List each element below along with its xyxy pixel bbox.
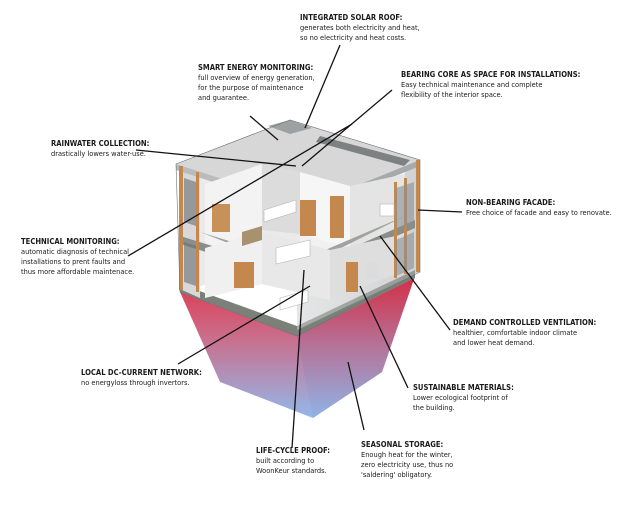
label-demand-controlled-ventilation: DEMAND CONTROLLED VENTILATION: healthier… (453, 318, 596, 348)
label-local-dc-current-network: LOCAL DC-CURRENT NETWORK: no energyloss … (81, 368, 202, 388)
label-title: LIFE-CYCLE PROOF: (256, 446, 331, 455)
label-line: installations to prent faults and (21, 257, 126, 266)
label-line: generates both electricity and heat, (300, 23, 420, 32)
label-line: Easy technical maintenance and complete (401, 80, 543, 89)
label-line: Enough heat for the winter, (361, 450, 453, 459)
label-line: thus more affordable maintenace. (21, 267, 135, 276)
label-line: and lower heat demand. (453, 338, 535, 347)
label-line: zero electricity use, thus no (361, 460, 454, 469)
leader-smart-energy (249, 115, 279, 141)
label-line: automatic diagnosis of technical (21, 247, 129, 256)
leader-life-cycle (291, 269, 305, 449)
label-title: INTEGRATED SOLAR ROOF: (300, 13, 403, 22)
label-life-cycle-proof: LIFE-CYCLE PROOF: built according to Woo… (256, 446, 330, 476)
leader-materials (359, 285, 409, 389)
label-title: LOCAL DC-CURRENT NETWORK: (81, 368, 202, 377)
label-seasonal-storage: SEASONAL STORAGE: Enough heat for the wi… (361, 440, 453, 480)
label-title: TECHNICAL MONITORING: (21, 237, 120, 246)
leader-rainwater (135, 149, 297, 167)
label-line: full overview of energy generation, (198, 73, 315, 82)
seasonal-storage-block (180, 276, 415, 418)
label-rainwater-collection: RAINWATER COLLECTION: drastically lowers… (51, 139, 149, 159)
label-title: SUSTAINABLE MATERIALS: (413, 383, 514, 392)
label-line: the building. (413, 403, 455, 412)
label-line: WoonKeur standards. (256, 466, 327, 475)
label-title: SEASONAL STORAGE: (361, 440, 444, 449)
leader-tech-monitoring (127, 123, 353, 257)
label-line: built according to (256, 456, 315, 465)
label-line: 'saldering' obligatory. (361, 470, 433, 479)
leader-bearing-core (301, 89, 393, 167)
label-title: SMART ENERGY MONITORING: (198, 63, 314, 72)
label-line: so no electricity and heat costs. (300, 33, 407, 42)
label-line: no energyloss through invertors. (81, 378, 190, 387)
label-title: RAINWATER COLLECTION: (51, 139, 150, 148)
label-smart-energy-monitoring: SMART ENERGY MONITORING: full overview o… (198, 63, 315, 103)
label-line: flexibility of the interior space. (401, 90, 503, 99)
leader-solar-roof (304, 44, 341, 129)
label-line: healthier, comfortable indoor climate (453, 328, 578, 337)
leader-dc-network (177, 285, 311, 365)
label-line: Free choice of facade and easy to renova… (466, 208, 612, 217)
label-line: for the purpose of maintenance (198, 83, 304, 92)
label-title: NON-BEARING FACADE: (466, 198, 556, 207)
leader-ventilation (379, 235, 451, 331)
leader-facade (417, 209, 463, 213)
label-line: Lower ecological footprint of (413, 393, 508, 402)
label-title: DEMAND CONTROLLED VENTILATION: (453, 318, 597, 327)
leader-seasonal (347, 361, 365, 431)
label-bearing-core: BEARING CORE AS SPACE FOR INSTALLATIONS:… (401, 70, 580, 100)
label-sustainable-materials: SUSTAINABLE MATERIALS: Lower ecological … (413, 383, 514, 413)
label-non-bearing-facade: NON-BEARING FACADE: Free choice of facad… (466, 198, 612, 218)
label-line: drastically lowers water-use. (51, 149, 146, 158)
label-integrated-solar-roof: INTEGRATED SOLAR ROOF: generates both el… (300, 13, 420, 43)
label-line: and guarantee. (198, 93, 250, 102)
leader-lines (127, 44, 463, 449)
building-cutaway (175, 119, 421, 337)
label-technical-monitoring: TECHNICAL MONITORING: automatic diagnosi… (21, 237, 134, 277)
label-title: BEARING CORE AS SPACE FOR INSTALLATIONS: (401, 70, 581, 79)
